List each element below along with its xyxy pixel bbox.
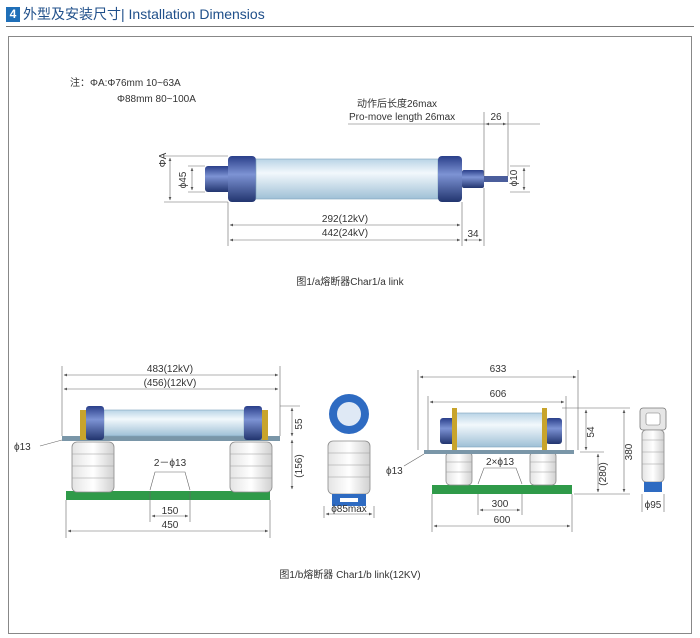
dim-55: 55 [294, 418, 305, 430]
note-line-2: Φ88mm 80~100A [117, 94, 196, 105]
left-end-cap-small [205, 166, 231, 192]
right-end-cap-small [462, 170, 484, 188]
diagram-panel [8, 36, 692, 634]
dim-450: 450 [162, 520, 179, 531]
fuse-base-right [424, 408, 574, 494]
dim-300: 300 [492, 499, 509, 510]
action-length-cn: 动作后长度26max [357, 97, 437, 110]
striker-pin [484, 176, 508, 182]
side-view-right [639, 407, 667, 492]
base-plate-left [66, 491, 270, 500]
insulator-left-a [71, 441, 115, 493]
dim-483: 483(12kV) [147, 364, 193, 375]
dim-606: 606 [490, 389, 507, 400]
section-header: 4 外型及安装尺寸| Installation Dimensios [6, 4, 265, 24]
fuse-tube [255, 158, 439, 200]
dim-280: (280) [598, 462, 609, 485]
dim-292: 292(12kV) [322, 214, 368, 225]
dim-26: 26 [490, 112, 502, 123]
clamp-right-a [452, 408, 457, 450]
dim-phi13-left: ϕ13 [14, 442, 31, 453]
side-view-left [327, 394, 371, 506]
dim-456: (456)(12kV) [144, 378, 197, 389]
left-end-cap [228, 156, 256, 202]
fig-a-caption: 图1/a熔断器Char1/a link [296, 275, 404, 288]
dim-633: 633 [490, 364, 507, 375]
dim-phi-a: ΦA [158, 152, 169, 167]
section-title: 外型及安装尺寸| Installation Dimensios [23, 6, 265, 22]
fig-b-caption: 图1/b熔断器 Char1/b link(12KV) [279, 568, 420, 581]
dim-phi45: ϕ45 [178, 171, 189, 188]
fuse-tube-right [453, 412, 547, 448]
contact-bar-left [62, 436, 280, 441]
insulator-left-b [229, 441, 273, 493]
end-cap-left-a [86, 406, 104, 440]
dim-54: 54 [586, 426, 597, 438]
dim-380: 380 [624, 443, 635, 460]
side-view-base-right [644, 482, 662, 492]
dim-phi13-right: ϕ13 [386, 466, 403, 477]
clamp-left-b [262, 410, 268, 440]
fuse-base-left [62, 406, 280, 500]
fuse-link-figure-a [205, 156, 508, 202]
clamp-right-b [542, 408, 547, 450]
dim-phi85: ϕ85max [331, 504, 367, 515]
fig-b-left-dimension-lines [39, 366, 300, 538]
dim-phi10: ϕ10 [509, 169, 520, 186]
dim-2phi13-right: 2×ϕ13 [486, 457, 515, 468]
dim-2phi13-left: 2－ϕ13 [154, 458, 187, 469]
dim-150: 150 [162, 506, 179, 517]
section-number-badge: 4 [6, 6, 20, 22]
action-length-en: Pro-move length 26max [349, 112, 455, 123]
header-divider [6, 26, 694, 27]
dim-600: 600 [494, 515, 511, 526]
end-cap-right-b [546, 418, 562, 444]
dim-34: 34 [467, 229, 479, 240]
base-plate-right [432, 485, 572, 494]
dim-156: (156) [294, 454, 305, 477]
dim-phi95: ϕ95 [645, 500, 662, 511]
clamp-left-a [80, 410, 86, 440]
insulator-right-b [529, 451, 557, 486]
note-line-1: 注：ΦA:Φ76mm 10~63A [70, 76, 181, 89]
contact-bar-right [424, 450, 574, 454]
end-cap-left-b [244, 406, 262, 440]
dim-442: 442(24kV) [322, 228, 368, 239]
right-end-cap [438, 156, 462, 202]
insulator-right-a [445, 451, 473, 486]
fig-a-dimension-lines [164, 112, 540, 246]
fuse-tube-left [103, 409, 245, 437]
fig-b-right-dimension-lines [403, 370, 630, 532]
